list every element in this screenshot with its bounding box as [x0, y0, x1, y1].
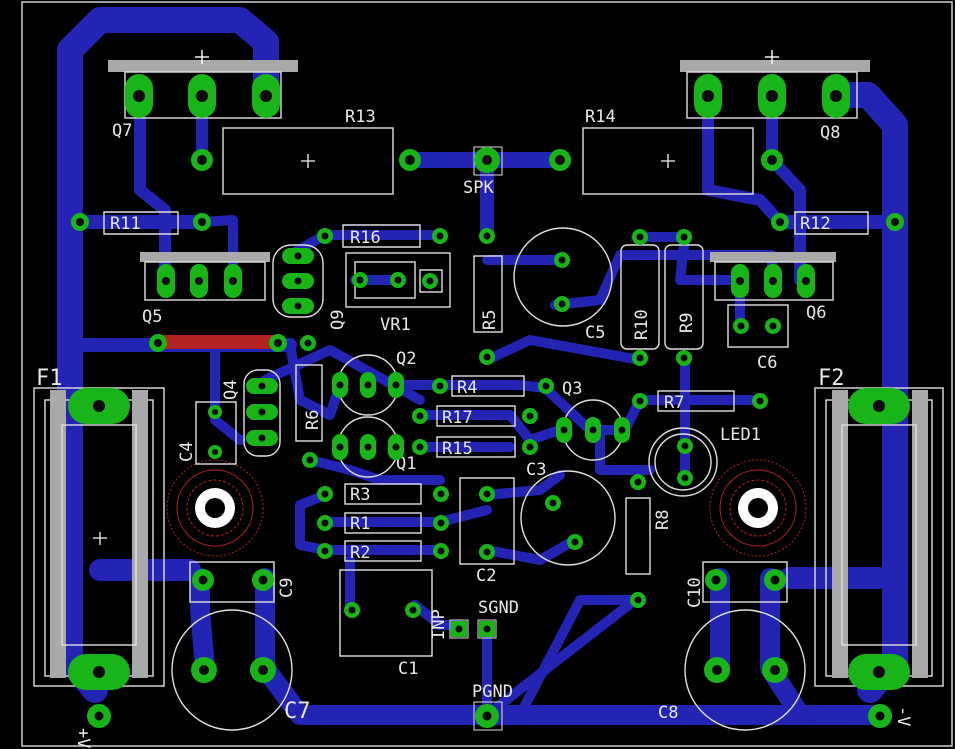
resistor-r1: R1: [344, 512, 422, 534]
label-q3: Q3: [562, 379, 582, 399]
resistor-r12: R12: [794, 211, 869, 235]
label-r7: R7: [664, 393, 684, 413]
transistor-q9: Q9: [272, 244, 348, 330]
label-c2: C2: [476, 566, 496, 586]
label-r15: R15: [442, 439, 473, 459]
capacitor-c1: C1: [339, 569, 433, 679]
label-c10: C10: [685, 577, 705, 608]
label-q9: Q9: [328, 310, 348, 330]
transistor-q7: Q7: [108, 50, 298, 141]
capacitor-c9: C9: [189, 561, 297, 603]
resistor-r15: R15: [436, 436, 516, 459]
capacitor-c4: C4: [177, 401, 237, 465]
label-r12: R12: [800, 214, 831, 234]
resistor-r2: R2: [344, 540, 422, 563]
label-r4: R4: [457, 378, 477, 398]
label-r8: R8: [653, 510, 673, 530]
label-q8: Q8: [820, 123, 840, 143]
mounting-hole-left: [166, 459, 264, 557]
label-r2: R2: [350, 543, 370, 563]
capacitor-c2: C2: [459, 477, 515, 586]
connector-spk: SPK: [463, 146, 503, 198]
capacitor-c7: C7: [171, 609, 311, 731]
label-led1: LED1: [720, 425, 761, 445]
label-vminus: -V: [893, 706, 913, 726]
resistor-r5: R5: [473, 255, 503, 333]
board-outline: [21, 1, 953, 747]
led-led1: LED1: [648, 425, 761, 497]
label-r14: R14: [585, 107, 616, 127]
resistor-r14: R14: [582, 107, 754, 195]
transistor-q8: Q8: [680, 50, 870, 143]
label-pgnd: PGND: [472, 682, 513, 702]
label-r13: R13: [345, 107, 376, 127]
label-r5: R5: [480, 310, 500, 330]
resistor-r11: R11: [103, 211, 179, 235]
label-r11: R11: [110, 214, 141, 234]
label-r3: R3: [350, 485, 370, 505]
label-c5: C5: [585, 323, 605, 343]
label-r16: R16: [350, 228, 381, 248]
label-q5: Q5: [142, 307, 162, 327]
connector-vplus: +V: [73, 728, 93, 748]
trimmer-vr1: VR1: [345, 252, 451, 335]
label-r6: R6: [303, 410, 323, 430]
label-c3: C3: [526, 460, 546, 480]
component-pads: [71, 147, 904, 728]
label-q4: Q4: [221, 380, 241, 400]
resistor-r17: R17: [436, 405, 516, 428]
fuse-pads: [68, 388, 910, 690]
transistor-q6: Q6: [710, 252, 836, 323]
label-r9: R9: [677, 313, 697, 333]
connector-inp: INP: [429, 609, 469, 640]
label-c6: C6: [757, 353, 777, 373]
connector-pgnd: PGND: [472, 682, 513, 731]
label-q6: Q6: [806, 303, 826, 323]
capacitor-c10: C10: [685, 561, 788, 608]
capacitor-c5: C5: [513, 227, 613, 343]
resistor-r4: R4: [451, 375, 525, 398]
connector-sgnd: SGND: [477, 598, 519, 639]
label-q2: Q2: [396, 349, 416, 369]
connector-vminus: -V: [893, 706, 913, 726]
label-q1: Q1: [396, 454, 416, 474]
label-f1: F1: [36, 366, 63, 391]
label-sgnd: SGND: [478, 598, 519, 618]
label-vr1: VR1: [380, 315, 411, 335]
resistor-r8: R8: [625, 497, 673, 575]
label-spk: SPK: [463, 178, 494, 198]
label-c4: C4: [177, 442, 197, 462]
label-f2: F2: [818, 366, 845, 391]
mounting-hole-right: [709, 459, 807, 557]
resistor-r7: R7: [657, 390, 735, 413]
resistor-r3: R3: [344, 483, 422, 505]
label-inp: INP: [429, 609, 449, 640]
label-c7: C7: [284, 699, 311, 724]
resistor-r16: R16: [342, 224, 421, 248]
resistor-r13: R13: [222, 107, 394, 195]
label-r17: R17: [442, 408, 473, 428]
transistor-q4: Q4: [221, 369, 281, 457]
label-q7: Q7: [112, 121, 132, 141]
label-c1: C1: [398, 659, 418, 679]
label-r1: R1: [350, 514, 370, 534]
label-c9: C9: [277, 578, 297, 598]
capacitor-c8: C8: [658, 609, 806, 731]
resistor-r10: R10: [620, 244, 660, 350]
resistor-r6: R6: [295, 364, 323, 442]
fuse-f2: F2: [814, 366, 944, 687]
label-vplus: +V: [73, 728, 93, 748]
capacitor-c3: C3: [520, 460, 616, 566]
label-c8: C8: [658, 703, 678, 723]
label-r10: R10: [632, 309, 652, 340]
capacitor-c6: C6: [727, 304, 789, 373]
transistor-q5: Q5: [140, 252, 270, 327]
